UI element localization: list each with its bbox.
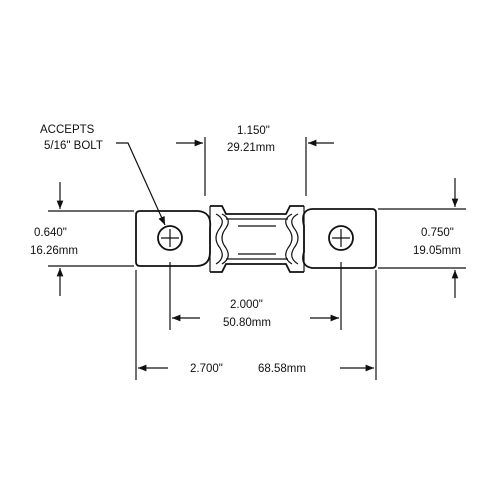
right-height-inch-label: 0.750" [421,227,454,239]
overall-length-dimension: 2.700" 68.58mm [135,270,377,380]
hole-spacing-dimension: 2.000" 50.80mm [169,262,342,330]
gap-dimension: 1.150" 29.21mm [176,125,334,196]
gap-inch-label: 1.150" [237,125,270,137]
hole-spacing-inch-label: 2.000" [230,299,263,311]
right-height-mm-label: 19.05mm [413,245,461,257]
callout-line-1: ACCEPTS [40,124,95,136]
fuse-outline [135,205,377,273]
left-bolt-hole [157,225,183,251]
right-bolt-hole [328,225,354,251]
callout-line-2: 5/16" BOLT [44,140,103,152]
left-height-inch-label: 0.640" [34,227,67,239]
overall-length-mm-label: 68.58mm [258,363,306,375]
bolt-callout: ACCEPTS 5/16" BOLT [40,124,166,226]
hole-spacing-mm-label: 50.80mm [223,317,271,329]
overall-length-inch-label: 2.700" [190,363,223,375]
left-height-mm-label: 16.26mm [30,245,78,257]
right-terminal [302,208,377,269]
gap-mm-label: 29.21mm [227,142,275,154]
right-height-dimension: 0.750" 19.05mm [378,178,466,298]
fuse-center-body [209,205,305,273]
left-height-dimension: 0.640" 16.26mm [30,182,134,296]
